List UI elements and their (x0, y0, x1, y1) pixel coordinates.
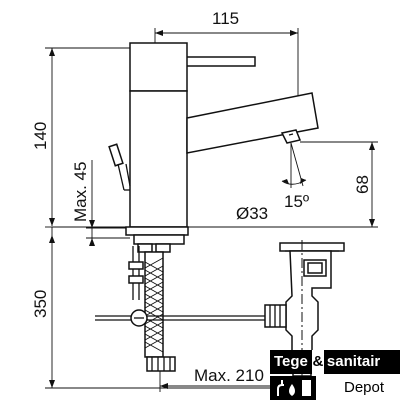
brand-logo: Tege & sanitair Depot (270, 350, 400, 400)
logo-word-sanitair: sanitair (323, 350, 400, 374)
dimension-68: 68 (300, 141, 378, 227)
faucet-body (108, 42, 319, 228)
dimension-140: 140 (31, 47, 130, 226)
angle-15: 15º (281, 142, 309, 211)
dimension-115-label: 115 (212, 9, 239, 28)
dimension-diameter: Ø33 (52, 204, 378, 228)
dimension-350-label: 350 (31, 290, 50, 318)
logo-mark-icon (270, 376, 316, 400)
logo-word-tege: Tege (270, 350, 312, 374)
dimension-max210-label: Max. 210 (194, 366, 264, 385)
dimension-350: 350 (31, 226, 290, 389)
logo-word-depot: Depot (344, 379, 385, 396)
diameter-label: Ø33 (236, 204, 268, 223)
dimension-115: 115 (154, 9, 299, 105)
dimension-140-label: 140 (31, 122, 50, 150)
mounting-assembly (95, 226, 265, 372)
dimension-max45-label: Max. 45 (71, 162, 90, 222)
logo-ampersand: & (311, 350, 324, 374)
dimension-68-label: 68 (353, 175, 372, 194)
angle-15-label: 15º (284, 192, 309, 211)
dimension-max45: Max. 45 (71, 160, 130, 246)
